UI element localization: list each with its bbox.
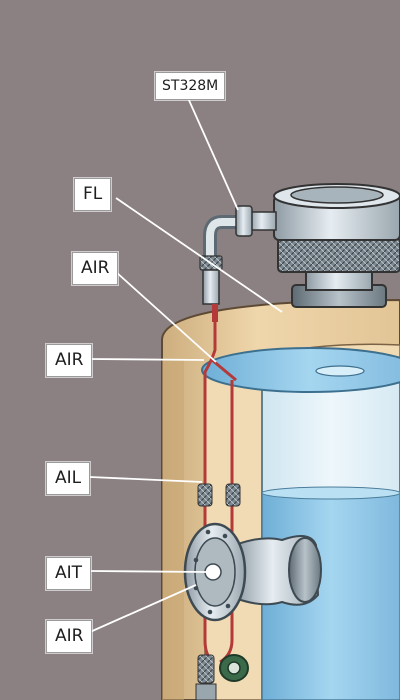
label-ail: AIL: [46, 462, 91, 495]
tank-top-opening: [201, 347, 400, 393]
tube-fittings: [197, 483, 241, 507]
label-st328m: ST328M: [155, 72, 226, 100]
label-ait: AIT: [46, 557, 92, 590]
label-air-1: AIR: [72, 252, 119, 285]
heating-element-flange: [183, 522, 322, 622]
inner-tank: [204, 343, 400, 700]
top-thermostat-assembly: [249, 183, 400, 308]
label-fl: FL: [74, 178, 112, 211]
bent-inlet-pipe: [199, 205, 253, 322]
drain-valve: [195, 654, 249, 700]
label-air-3: AIR: [46, 620, 93, 653]
label-air-2: AIR: [46, 344, 93, 377]
leader-lines: [89, 97, 283, 633]
